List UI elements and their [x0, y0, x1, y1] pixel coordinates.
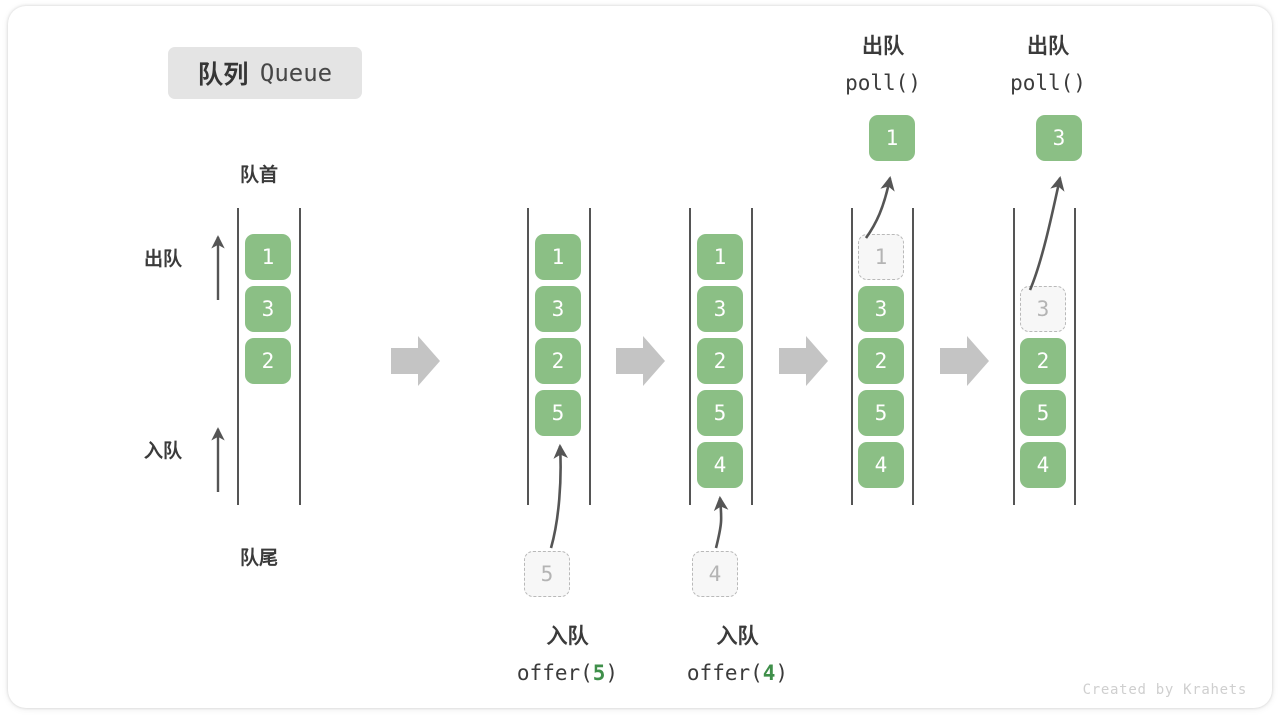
queue-cell: 4: [858, 442, 904, 488]
stage-4-caption-code: poll(): [845, 71, 921, 95]
stage-3-caption-arg: 4: [762, 661, 776, 685]
queue-cell: 3: [535, 286, 581, 332]
queue-cell: 2: [697, 338, 743, 384]
rail-right-stage-2: [589, 208, 591, 505]
queue-cell: 4: [1020, 442, 1066, 488]
stage-2-caption-arg: 5: [592, 661, 606, 685]
rail-left-stage-3: [689, 208, 691, 505]
queue-cell: 5: [697, 390, 743, 436]
enqueue-direction-label: 入队: [144, 441, 183, 462]
popped-element: 3: [1036, 115, 1082, 161]
rail-left-stage-1: [237, 208, 239, 505]
stage-3-caption: 入队 offer(4): [630, 618, 845, 691]
queue-cell: 2: [1020, 338, 1066, 384]
dequeued-slot-ghost: 1: [858, 234, 904, 280]
queue-cell: 3: [697, 286, 743, 332]
rail-right-stage-3: [751, 208, 753, 505]
dequeue-direction-label: 出队: [144, 249, 183, 270]
popped-element: 1: [869, 115, 915, 161]
queue-cell: 2: [858, 338, 904, 384]
queue-cell: 4: [697, 442, 743, 488]
queue-front-label: 队首: [240, 165, 279, 186]
title-chinese: 队列: [197, 61, 249, 89]
dequeued-slot-ghost: 3: [1020, 286, 1066, 332]
stage-5-caption-code: poll(): [1010, 71, 1086, 95]
diagram-card: [8, 6, 1272, 708]
stage-3-caption-code: offer(4): [686, 661, 789, 685]
rail-left-stage-4: [851, 208, 853, 505]
stage-2-caption-code: offer(5): [516, 661, 619, 685]
queue-cell: 1: [245, 234, 291, 280]
queue-cell: 1: [697, 234, 743, 280]
queue-cell: 2: [245, 338, 291, 384]
title-english: Queue: [259, 59, 333, 87]
incoming-element-ghost: 5: [524, 551, 570, 597]
stage-5-caption-cn: 出队: [1027, 35, 1069, 58]
stage-2-caption-cn: 入队: [546, 625, 589, 648]
diagram-title-badge: 队列 Queue: [168, 47, 362, 99]
queue-rear-label: 队尾: [240, 548, 279, 569]
rail-left-stage-5: [1013, 208, 1015, 505]
rail-right-stage-1: [299, 208, 301, 505]
queue-cell: 5: [535, 390, 581, 436]
stage-2-caption: 入队 offer(5): [460, 618, 675, 691]
rail-right-stage-4: [912, 208, 914, 505]
incoming-element-ghost: 4: [692, 551, 738, 597]
queue-cell: 1: [535, 234, 581, 280]
queue-cell: 5: [1020, 390, 1066, 436]
queue-cell: 2: [535, 338, 581, 384]
stage-4-caption-cn: 出队: [862, 35, 904, 58]
rail-left-stage-2: [527, 208, 529, 505]
queue-cell: 3: [245, 286, 291, 332]
stage-5-caption: 出队 poll(): [955, 28, 1141, 101]
queue-cell: 3: [858, 286, 904, 332]
queue-cell: 5: [858, 390, 904, 436]
rail-right-stage-5: [1074, 208, 1076, 505]
stage-4-caption: 出队 poll(): [790, 28, 976, 101]
watermark-credit: Created by Krahets: [1082, 682, 1247, 698]
stage-3-caption-cn: 入队: [716, 625, 759, 648]
